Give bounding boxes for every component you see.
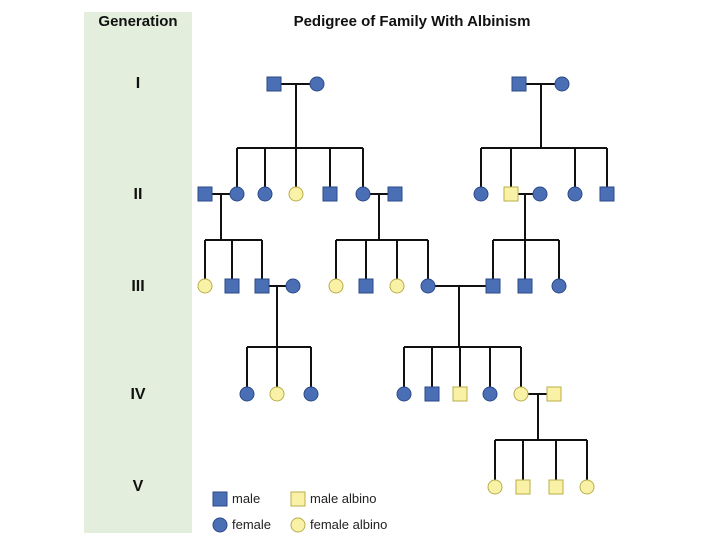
individuals — [197, 76, 615, 495]
male-individual-gen-iii — [224, 278, 240, 294]
female-individual-gen-ii — [355, 186, 371, 202]
female-individual-gen-iv — [303, 386, 319, 402]
female-individual-gen-iv — [482, 386, 498, 402]
female-individual-gen-iv — [239, 386, 255, 402]
albino-female-individual-gen-iv — [513, 386, 529, 402]
male-individual-gen-iii — [485, 278, 501, 294]
legend-label-male-albino: male albino — [310, 491, 377, 506]
female-individual-gen-iii — [285, 278, 301, 294]
male-individual-gen-i — [266, 76, 282, 92]
generation-label-iii: III — [131, 278, 145, 295]
male-individual-gen-iii — [517, 278, 533, 294]
male-individual-gen-i — [511, 76, 527, 92]
albino-female-individual-gen-ii — [288, 186, 304, 202]
generation-column — [84, 12, 192, 533]
male-individual-gen-iv — [424, 386, 440, 402]
albino-female-individual-gen-v — [579, 479, 595, 495]
legend-female-albino-symbol — [290, 517, 306, 533]
female-individual-gen-iv — [396, 386, 412, 402]
female-individual-gen-i — [554, 76, 570, 92]
female-individual-gen-ii — [567, 186, 583, 202]
albino-male-individual-gen-v — [515, 479, 531, 495]
generation-label-ii: II — [133, 186, 143, 203]
albino-female-individual-gen-iii — [328, 278, 344, 294]
albino-female-individual-gen-iii — [197, 278, 213, 294]
albino-female-individual-gen-v — [487, 479, 503, 495]
male-individual-gen-iii — [254, 278, 270, 294]
female-individual-gen-iii — [420, 278, 436, 294]
female-individual-gen-ii — [229, 186, 245, 202]
female-individual-gen-ii — [532, 186, 548, 202]
albino-male-individual-gen-iv — [546, 386, 562, 402]
albino-female-individual-gen-iv — [269, 386, 285, 402]
legend-label-female: female — [232, 517, 272, 532]
male-individual-gen-ii — [322, 186, 338, 202]
generation-label-v: V — [132, 478, 144, 495]
legend-label-female-albino: female albino — [310, 517, 388, 532]
female-individual-gen-ii — [473, 186, 489, 202]
legend-symbols — [212, 491, 306, 533]
albino-male-individual-gen-ii — [503, 186, 519, 202]
legend-male-symbol — [212, 491, 228, 507]
male-individual-gen-ii — [387, 186, 403, 202]
legend-female-symbol — [212, 517, 228, 533]
male-individual-gen-iii — [358, 278, 374, 294]
pedigree-title: Pedigree of Family With Albinism — [293, 13, 531, 30]
legend-male-albino-symbol — [290, 491, 306, 507]
albino-male-individual-gen-iv — [452, 386, 468, 402]
male-individual-gen-ii — [197, 186, 213, 202]
albino-male-individual-gen-v — [548, 479, 564, 495]
albino-female-individual-gen-iii — [389, 278, 405, 294]
generation-label-i: I — [135, 75, 141, 92]
female-individual-gen-iii — [551, 278, 567, 294]
generation-header: Generation — [98, 13, 178, 30]
legend-label-male: male — [232, 491, 261, 506]
male-individual-gen-ii — [599, 186, 615, 202]
generation-label-iv: IV — [130, 386, 146, 403]
female-individual-gen-ii — [257, 186, 273, 202]
female-individual-gen-i — [309, 76, 325, 92]
